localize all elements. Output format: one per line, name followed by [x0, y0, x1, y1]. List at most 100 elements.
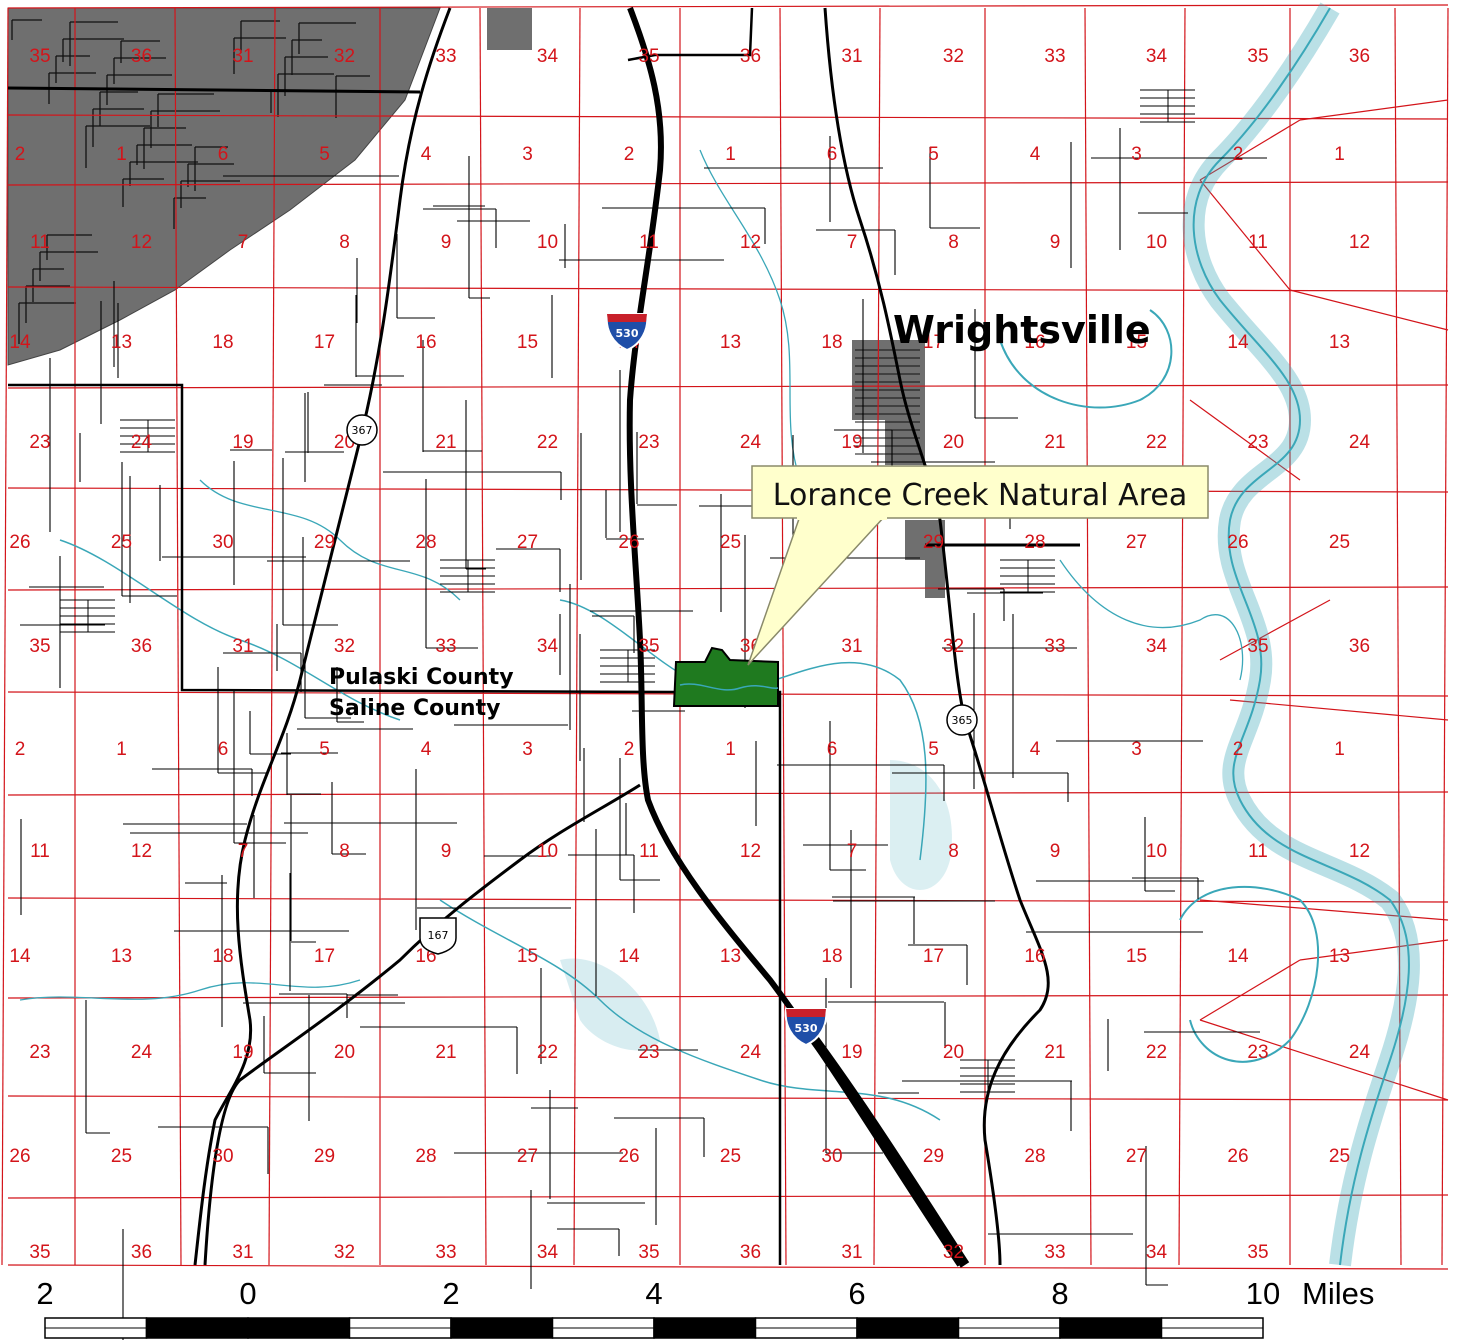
section-line: [1299, 99, 1449, 121]
section-number: 5: [319, 739, 330, 760]
section-number: 26: [618, 532, 639, 553]
section-number: 34: [1146, 636, 1168, 657]
section-number: 4: [1030, 739, 1041, 760]
urban-street: [32, 268, 64, 302]
section-line: [1289, 289, 1449, 331]
section-number: 23: [1247, 432, 1268, 453]
section-number: 33: [1044, 636, 1065, 657]
section-number: 31: [841, 1242, 862, 1263]
section-grid: [1, 4, 1449, 1270]
section-number: 3: [522, 144, 533, 165]
section-number: 4: [421, 739, 432, 760]
section-number: 24: [131, 432, 153, 453]
county-boundary-north: [7, 86, 421, 94]
section-number: 34: [537, 1242, 559, 1263]
section-line: [7, 791, 1449, 796]
urban-street: [39, 251, 98, 281]
scale-tick-label: 2: [442, 1276, 459, 1311]
section-number: 31: [841, 636, 862, 657]
section-number: 8: [948, 841, 959, 862]
urban-street: [187, 163, 234, 187]
oxbow-lake: [999, 309, 1173, 409]
section-line: [1199, 899, 1449, 921]
section-number: 28: [415, 1146, 436, 1167]
section-number: 31: [232, 1242, 253, 1263]
section-line: [1394, 7, 1402, 1266]
section-number: 32: [943, 636, 964, 657]
county-label-pulaski: Pulaski County: [329, 665, 514, 690]
urban-street: [335, 75, 370, 118]
section-number: 35: [638, 46, 659, 67]
section-line: [1441, 7, 1449, 1266]
section-number: 13: [1329, 332, 1350, 353]
marsh-area: [890, 760, 952, 890]
section-number: 25: [111, 532, 132, 553]
section-number: 14: [9, 946, 31, 967]
section-number: 16: [1024, 332, 1045, 353]
us-route-number: 167: [428, 929, 449, 942]
state-route-number: 365: [952, 714, 973, 727]
section-number: 19: [841, 1042, 862, 1063]
section-number: 29: [314, 1146, 335, 1167]
state-route-shield-icon: 367: [346, 414, 378, 446]
urban-street: [69, 21, 118, 66]
section-number: 12: [740, 841, 761, 862]
us-route-shield-icon: 167: [419, 917, 457, 955]
urban-street: [62, 38, 124, 62]
section-number: 32: [334, 1242, 355, 1263]
section-number: 10: [537, 232, 558, 253]
section-number: 7: [238, 841, 249, 862]
section-number: 18: [821, 946, 842, 967]
section-number: 24: [740, 1042, 762, 1063]
urban-area-little-rock: [7, 7, 441, 366]
section-number: 12: [131, 232, 152, 253]
section-number: 35: [29, 46, 50, 67]
section-number: 30: [212, 532, 233, 553]
section-number: 26: [9, 532, 30, 553]
urban-street: [46, 234, 92, 260]
urban-street: [277, 73, 334, 117]
urban-street: [150, 110, 220, 148]
section-line: [1219, 599, 1331, 661]
section-number: 1: [1334, 144, 1345, 165]
section-number: 36: [740, 46, 761, 67]
section-number: 7: [847, 841, 858, 862]
section-number: 8: [339, 841, 350, 862]
section-line: [7, 384, 1449, 389]
creek: [699, 149, 801, 481]
urban-street: [55, 55, 90, 83]
section-number: 13: [720, 946, 741, 967]
section-number: 17: [923, 946, 944, 967]
section-number: 36: [131, 636, 152, 657]
section-line: [573, 7, 581, 1266]
interstate-530-lower: [795, 1017, 970, 1268]
section-number: 25: [1329, 1146, 1350, 1167]
section-number: 35: [1247, 46, 1268, 67]
interstate-shield-icon: 530: [605, 313, 649, 352]
urban-streets: [11, 19, 920, 455]
section-number: 18: [212, 946, 233, 967]
county-label-saline: Saline County: [329, 696, 500, 721]
section-number: 1: [725, 739, 736, 760]
interstate-shield-icon: 530: [784, 1008, 828, 1047]
section-number: 28: [415, 532, 436, 553]
callout-lorance-creek: Lorance Creek Natural Area: [747, 465, 1209, 666]
interstate-530-ramp: [627, 7, 754, 62]
section-number: 14: [1227, 332, 1249, 353]
arkansas-river-bank: [1192, 7, 1410, 1266]
section-number: 2: [624, 739, 635, 760]
scale-unit-label: Miles: [1302, 1276, 1374, 1311]
section-number: 12: [1349, 232, 1370, 253]
section-number: 1: [725, 144, 736, 165]
section-line: [7, 286, 1449, 292]
section-number: 23: [638, 432, 659, 453]
callout-label: Lorance Creek Natural Area: [773, 478, 1187, 513]
section-line: [1189, 399, 1301, 481]
urban-street: [291, 39, 322, 75]
section-number: 3: [522, 739, 533, 760]
section-line: [1199, 1019, 1449, 1101]
natural-area-creek: [679, 683, 779, 691]
